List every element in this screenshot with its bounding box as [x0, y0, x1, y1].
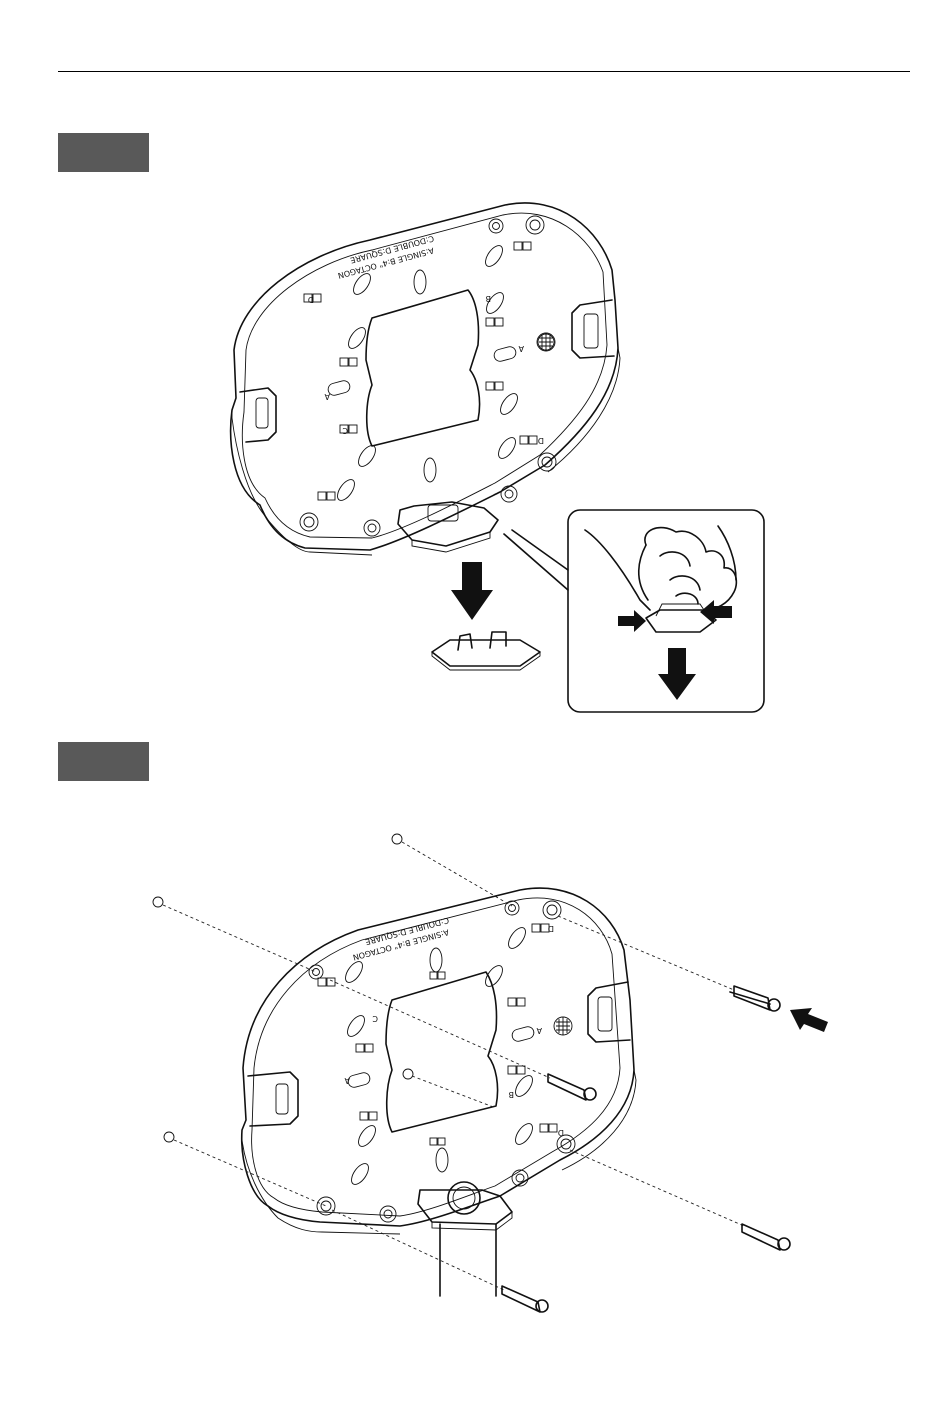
plate-letter-d: D [308, 295, 314, 304]
grip-texture [554, 1017, 572, 1035]
cable-cover [432, 632, 540, 670]
screw-icon [742, 1224, 790, 1250]
plate-letter-b: B [486, 294, 492, 303]
mount-plate-top: A:SINGLE B:4" OCTAGON C:DOUBLE D:SQUARE … [231, 203, 620, 555]
anchor-guides [153, 834, 744, 1290]
detail-callout [504, 510, 764, 712]
plate-letter-c: C [342, 426, 348, 435]
screw-icon [730, 986, 780, 1011]
plate-letter-b: B [509, 1090, 515, 1099]
push-arrow-icon [790, 1008, 828, 1032]
screw-icon [548, 1074, 596, 1100]
mount-plate-wall: A:SINGLE B:4" OCTAGON C:DOUBLE D:SQUARE … [242, 888, 636, 1296]
plate-letter-d: D [538, 436, 544, 445]
plate-letter-a: A [536, 1026, 542, 1035]
screw-icon [502, 1286, 548, 1312]
grip-texture [537, 333, 555, 351]
plate-letter-d: D [558, 1128, 564, 1137]
plate-letter-c: C [372, 1014, 378, 1023]
plate-letter-a: A [344, 1076, 350, 1085]
plate-letter-d: D [548, 924, 554, 933]
down-arrow-icon [451, 562, 493, 620]
plate-letter-a: A [324, 392, 330, 401]
plate-letter-a: A [518, 344, 524, 353]
